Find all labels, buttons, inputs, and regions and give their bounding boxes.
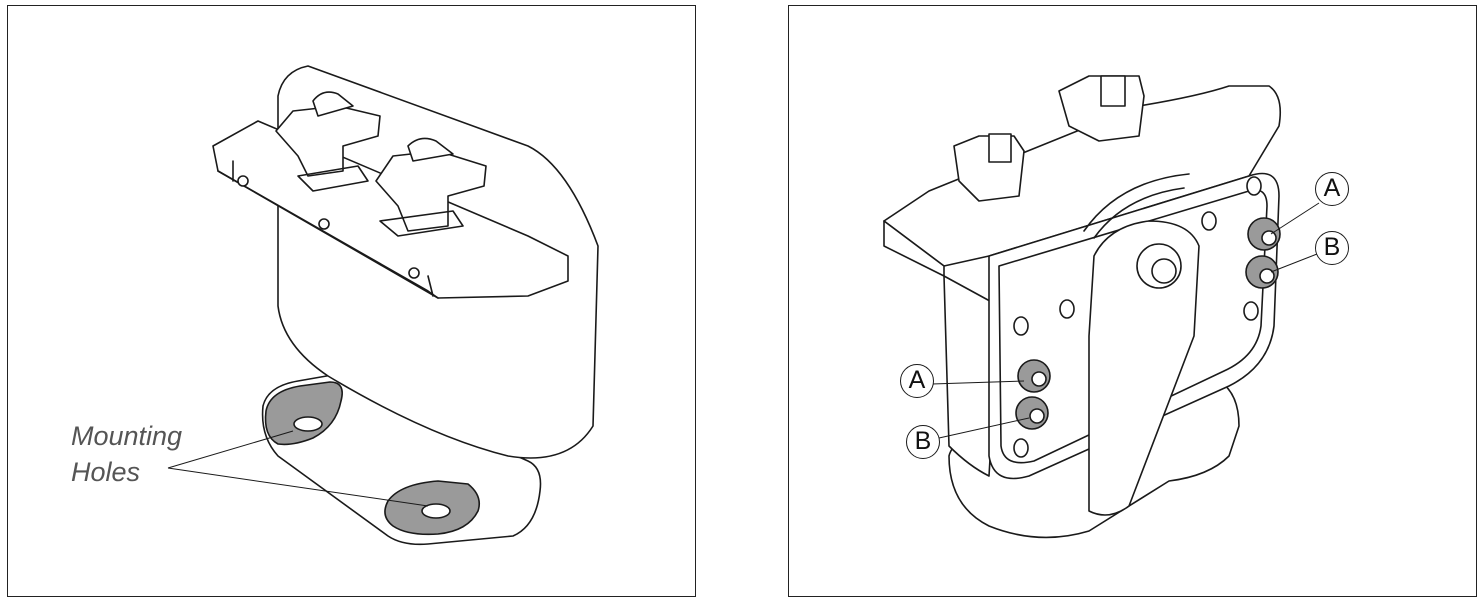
pivot-arm [1088,220,1200,516]
screw-icon [408,267,420,279]
mounting-hole-1 [293,416,323,432]
screw-icon [318,218,330,230]
mounting-hole-region-1 [264,381,343,446]
right-figure-panel: A B A B [788,5,1477,597]
mounting-holes-label: Mounting Holes [71,418,182,490]
label-line-2: Holes [71,457,141,487]
label-line-1: Mounting [71,421,183,451]
clamp-right-slot [1100,75,1126,107]
screw-icon [237,175,249,187]
connector-illustration [883,75,1320,539]
clamp-left-slot [988,133,1012,163]
callout-b-left: B [906,425,940,459]
leader-lines [167,430,429,507]
callout-b-right: B [1315,231,1349,265]
mounting-hole-2 [421,503,451,519]
mount-illustration [212,65,599,546]
top-slab-edge [883,220,945,277]
callout-a-left: A [900,364,934,398]
left-figure-panel: Mounting Holes [7,5,696,597]
side-body [943,275,1000,477]
clamp-2-top [407,137,454,162]
clamp-1-top [312,91,354,117]
top-slab [883,85,1282,267]
callout-a-right: A [1315,172,1349,206]
